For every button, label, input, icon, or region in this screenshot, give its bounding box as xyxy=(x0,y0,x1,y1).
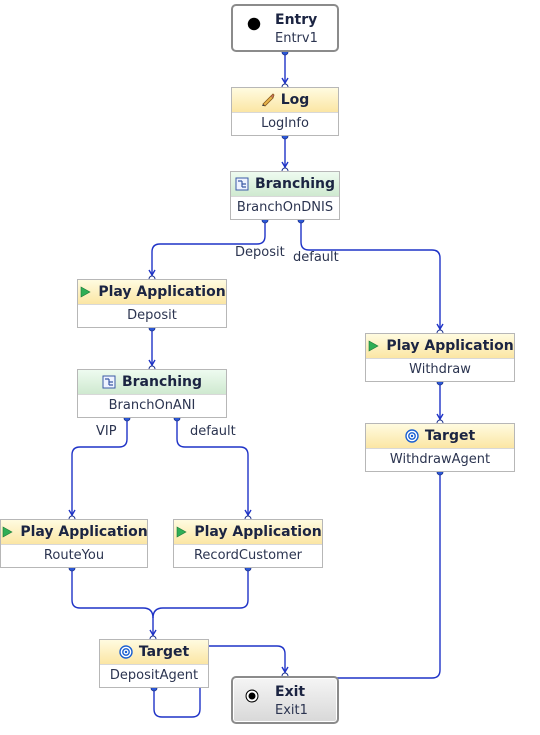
play-deposit-node-title: Play Application xyxy=(98,284,226,300)
play-withdraw-node-label: Withdraw xyxy=(409,362,471,377)
connector-lines xyxy=(68,52,444,718)
log-node-header: Log xyxy=(232,88,338,113)
target-deposit-node-title: Target xyxy=(138,644,190,660)
edge-label-default-ani: default xyxy=(190,424,236,439)
entry-node-title: Entry xyxy=(275,12,318,28)
target-icon xyxy=(119,645,133,659)
play-routeyou-node-label: RouteYou xyxy=(43,548,105,563)
target-deposit-node-header: Target xyxy=(100,640,208,665)
play-routeyou-node-header: Play Application xyxy=(0,520,148,545)
play-routeyou-node[interactable]: Play Application RouteYou xyxy=(0,519,148,568)
target-withdraw-node-label: WithdrawAgent xyxy=(389,452,491,467)
log-node-title: Log xyxy=(280,92,310,108)
arrowhead xyxy=(149,629,157,637)
play-recordcustomer-node-label: RecordCustomer xyxy=(193,548,303,563)
connector-dnis-deposit[interactable] xyxy=(151,220,266,276)
play-deposit-node-label: Deposit xyxy=(127,308,177,323)
entry-node-header: Entry xyxy=(247,10,331,31)
arrowhead xyxy=(281,161,289,169)
branching-ani-node[interactable]: Branching BranchOnANI xyxy=(77,369,227,418)
play-recordcustomer-node[interactable]: Play Application RecordCustomer xyxy=(173,519,323,568)
branching-ani-node-header: Branching xyxy=(78,370,226,395)
arrowhead xyxy=(68,509,76,517)
branching-dnis-node[interactable]: Branching BranchOnDNIS xyxy=(230,171,340,220)
branching-icon xyxy=(235,177,249,191)
arrowhead xyxy=(148,269,156,277)
log-node-label: LogInfo xyxy=(261,116,309,131)
branching-dnis-node-title: Branching xyxy=(254,176,336,192)
play-triangle-icon xyxy=(78,285,92,299)
target-icon xyxy=(405,429,419,443)
connector-routeyou-to-target[interactable] xyxy=(71,568,154,636)
arrowhead xyxy=(244,509,252,517)
play-recordcustomer-node-title: Play Application xyxy=(194,524,322,540)
exit-ring-icon xyxy=(245,689,259,703)
connector-target-withdraw-to-exit[interactable] xyxy=(289,472,441,679)
connector-ani-vip[interactable] xyxy=(71,418,128,516)
connector-ani-default[interactable] xyxy=(176,418,249,516)
play-withdraw-node-title: Play Application xyxy=(386,338,514,354)
play-deposit-node-header: Play Application xyxy=(78,280,226,305)
play-triangle-icon xyxy=(174,525,188,539)
target-withdraw-node-title: Target xyxy=(424,428,476,444)
branching-dnis-node-header: Branching xyxy=(231,172,339,197)
edge-label-default-dnis: default xyxy=(293,250,339,265)
exit-node-label: Exit1 xyxy=(275,702,308,718)
target-withdraw-node[interactable]: Target WithdrawAgent xyxy=(365,423,515,472)
branching-ani-node-title: Branching xyxy=(121,374,203,390)
arrowhead xyxy=(436,323,444,331)
target-withdraw-node-header: Target xyxy=(366,424,514,449)
exit-node[interactable]: Exit Exit1 xyxy=(231,676,339,724)
branching-icon xyxy=(102,375,116,389)
arrowhead xyxy=(436,413,444,421)
edge-label-vip: VIP xyxy=(96,424,117,439)
arrowhead xyxy=(281,77,289,85)
exit-node-title: Exit xyxy=(275,684,306,700)
target-deposit-node-label: DepositAgent xyxy=(109,668,199,683)
play-recordcustomer-node-header: Play Application xyxy=(174,520,322,545)
play-withdraw-node[interactable]: Play Application Withdraw xyxy=(365,333,515,382)
play-triangle-icon xyxy=(366,339,380,353)
entry-dot-icon xyxy=(247,17,261,31)
branching-ani-node-label: BranchOnANI xyxy=(108,398,196,413)
edge-label-deposit: Deposit xyxy=(235,245,285,260)
target-deposit-node[interactable]: Target DepositAgent xyxy=(99,639,209,688)
play-routeyou-node-title: Play Application xyxy=(20,524,148,540)
connector-dnis-default[interactable] xyxy=(300,220,441,330)
entry-node-label: Entrv1 xyxy=(275,30,318,46)
log-node[interactable]: Log LogInfo xyxy=(231,87,339,136)
pencil-icon xyxy=(261,93,275,107)
entry-node[interactable]: Entry Entrv1 xyxy=(231,4,339,52)
play-triangle-icon xyxy=(0,525,14,539)
arrowhead xyxy=(281,666,289,674)
connector-recordcustomer-to-target[interactable] xyxy=(152,568,249,619)
play-withdraw-node-header: Play Application xyxy=(366,334,514,359)
branching-dnis-node-label: BranchOnDNIS xyxy=(236,200,334,215)
exit-node-header: Exit xyxy=(245,682,331,703)
play-deposit-node[interactable]: Play Application Deposit xyxy=(77,279,227,328)
arrowhead xyxy=(148,359,156,367)
